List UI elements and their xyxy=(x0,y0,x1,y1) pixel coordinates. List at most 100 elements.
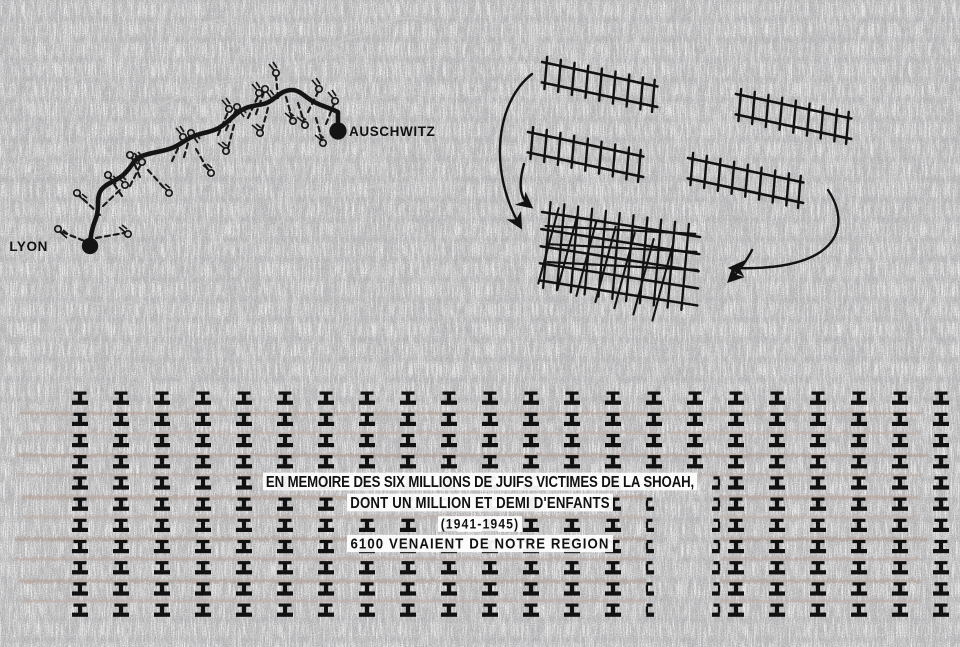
rail-beam-icon xyxy=(605,603,621,617)
rail-beam-icon xyxy=(605,582,621,596)
rail-beam-icon xyxy=(605,455,621,469)
rail-beam-icon xyxy=(277,455,293,469)
rail-beam-icon xyxy=(728,582,744,596)
rail-beam-icon xyxy=(605,539,621,554)
rail-beam-icon xyxy=(113,497,129,511)
rail-beam-icon xyxy=(72,539,88,554)
rail-beam-icon xyxy=(482,561,498,575)
rail-beam-icon xyxy=(851,433,867,448)
rail-beam-icon xyxy=(277,476,293,490)
rail-beam-icon xyxy=(523,561,539,575)
rail-beam-icon xyxy=(400,455,416,469)
rail-beam-icon xyxy=(933,518,949,532)
rail-beam-icon xyxy=(195,433,211,448)
rail-beam-icon xyxy=(441,476,457,490)
rail-beam-icon xyxy=(482,518,498,532)
rail-beam-half-icon xyxy=(712,476,721,490)
rail-beam-icon xyxy=(154,539,170,554)
rail-beam-icon xyxy=(400,412,416,426)
rail-beam-icon xyxy=(359,391,375,405)
rail-beam-icon xyxy=(564,582,580,596)
rail-beam-icon xyxy=(769,455,785,469)
rail-beam-icon xyxy=(892,476,908,490)
rail-beam-icon xyxy=(728,603,744,617)
rail-beam-icon xyxy=(441,603,457,617)
rail-beam-icon xyxy=(728,455,744,469)
rail-beam-icon xyxy=(769,539,785,554)
rail-beam-icon xyxy=(482,391,498,405)
rail-beam-icon xyxy=(359,561,375,575)
map-rail-network xyxy=(7,17,455,331)
rail-beam-icon xyxy=(810,391,826,405)
rail-beam-icon xyxy=(236,433,252,448)
rail-beam-icon xyxy=(933,539,949,554)
rail-beam-icon xyxy=(892,455,908,469)
rail-beam-icon xyxy=(154,561,170,575)
rail-beam-icon xyxy=(359,603,375,617)
rail-beam-icon xyxy=(318,433,334,448)
rail-beam-icon xyxy=(728,518,744,532)
rail-beam-icon xyxy=(810,603,826,617)
rail-beam-icon xyxy=(482,603,498,617)
rail-beam-icon xyxy=(318,603,334,617)
rail-beam-icon xyxy=(810,455,826,469)
rail-beam-icon xyxy=(400,561,416,575)
rail-beam-icon xyxy=(277,539,293,554)
rail-beam-icon xyxy=(769,561,785,575)
rail-beam-icon xyxy=(523,455,539,469)
rail-beam-icon xyxy=(933,391,949,405)
rail-beam-icon xyxy=(892,518,908,532)
rail-beam-icon xyxy=(400,391,416,405)
rail-beam-icon xyxy=(769,433,785,448)
rail-beam-icon xyxy=(564,497,580,511)
rail-beam-icon xyxy=(810,497,826,511)
rail-beam-icon xyxy=(646,391,662,405)
rail-beam-icon xyxy=(851,518,867,532)
rail-beam-icon xyxy=(113,433,129,448)
rail-beam-icon xyxy=(72,412,88,426)
rail-beam-icon xyxy=(482,582,498,596)
woven-track-mesh xyxy=(537,200,702,322)
rail-beam-icon xyxy=(113,455,129,469)
rail-beam-icon xyxy=(154,391,170,405)
rail-beam-icon xyxy=(277,391,293,405)
rail-beam-icon xyxy=(318,476,334,490)
rail-beam-icon xyxy=(523,603,539,617)
rail-beam-icon xyxy=(810,561,826,575)
rail-beam-icon xyxy=(113,476,129,490)
rail-beam-icon xyxy=(605,476,621,490)
rail-beam-icon xyxy=(482,476,498,490)
rail-beam-icon xyxy=(277,561,293,575)
map-network-nodes xyxy=(11,31,435,333)
rail-beam-icon xyxy=(482,497,498,511)
rail-beam-icon xyxy=(605,433,621,448)
rail-beam-icon xyxy=(687,391,703,405)
rail-beam-half-icon xyxy=(712,539,721,554)
rail-beam-icon xyxy=(195,412,211,426)
rail-beam-icon xyxy=(564,518,580,532)
rail-bands xyxy=(14,410,928,603)
rail-beam-icon xyxy=(892,561,908,575)
rail-beam-icon xyxy=(769,518,785,532)
rail-beam-icon xyxy=(154,433,170,448)
rail-beam-icon xyxy=(933,433,949,448)
rail-beam-icon xyxy=(851,476,867,490)
rail-beam-icon xyxy=(728,561,744,575)
rail-beam-half-icon xyxy=(712,582,721,596)
rail-beam-icon xyxy=(933,412,949,426)
rail-beam-icon xyxy=(318,539,334,554)
rail-beam-icon xyxy=(687,455,703,469)
rail-beam-icon xyxy=(277,582,293,596)
rail-beam-icon xyxy=(236,539,252,554)
rail-beam-icon xyxy=(400,518,416,532)
rail-beam-icon xyxy=(851,391,867,405)
rail-beam-icon xyxy=(810,582,826,596)
rail-beam-icon xyxy=(523,476,539,490)
rail-beam-icon xyxy=(72,391,88,405)
rail-beam-icon xyxy=(318,412,334,426)
rail-beam-icon xyxy=(277,433,293,448)
rail-beam-half-icon xyxy=(645,539,654,554)
track-segment-mid-right xyxy=(681,150,810,211)
map-branch-lines xyxy=(60,74,336,246)
rail-beam-icon xyxy=(892,582,908,596)
